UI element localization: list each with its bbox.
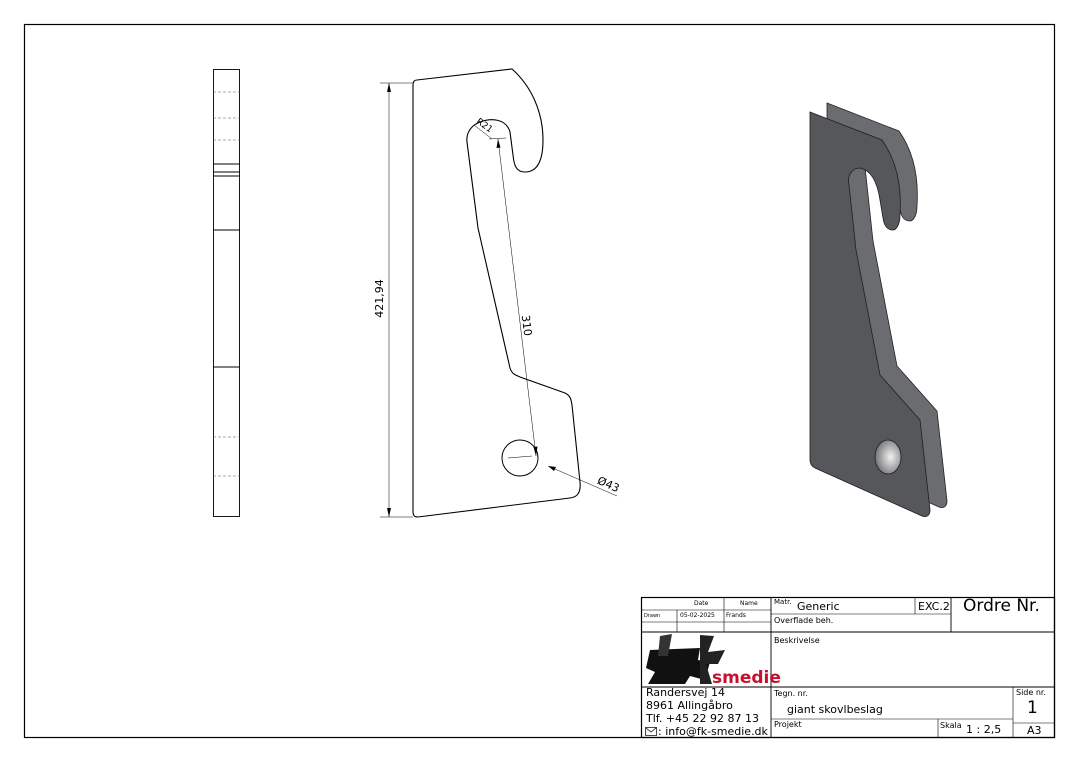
matr-label: Matr. [774,598,792,606]
logo-text: smedie [712,668,781,688]
front-view [380,68,618,518]
drawn-label: Drawn [644,613,661,619]
pin-hole [501,439,539,477]
side-value: 1 [1027,698,1038,718]
title-block-grid [640,596,1056,739]
skala-value: 1 : 2,5 [966,723,1002,736]
date-header: Date [694,600,709,607]
phone: Tlf. +45 22 92 87 13 [646,712,760,725]
address-line2: 8961 Allingåbro [646,699,733,712]
drawn-date: 05-02-2025 [680,612,715,619]
iso-hole [874,439,902,475]
skala-label: Skala [940,721,962,730]
company-logo: smedie [643,634,781,688]
hole-distance-label: 310 [518,314,535,337]
sheet-frame [23,23,1056,739]
exc-class: EXC.2 [918,600,950,613]
iso-front-face [809,111,931,518]
beskrivelse-label: Beskrivelse [774,636,820,645]
email: : info@fk-smedie.dk [658,725,768,738]
overflade-label: Overflade beh. [774,616,834,625]
side-label: Side nr. [1016,688,1047,697]
drawn-name: Frands [726,612,746,619]
ordre-label: Ordre Nr. [963,596,1040,616]
side-view [213,69,240,517]
diameter-leader [547,465,618,497]
isometric-view [809,102,948,518]
projekt-label: Projekt [774,720,802,729]
height-dimension [380,82,413,518]
hole-distance-dimension [488,137,538,459]
part-outline [412,68,581,518]
name-header: Name [740,600,758,607]
radius-leader [473,124,493,140]
sheet-format: A3 [1027,724,1042,737]
tegn-value: giant skovlbeslag [787,703,883,716]
overall-height-label: 421,94 [372,279,386,318]
mail-icon [645,727,657,736]
address-line1: Randersvej 14 [646,686,725,699]
tegn-label: Tegn. nr. [774,689,808,698]
matr-value: Generic [797,600,840,613]
